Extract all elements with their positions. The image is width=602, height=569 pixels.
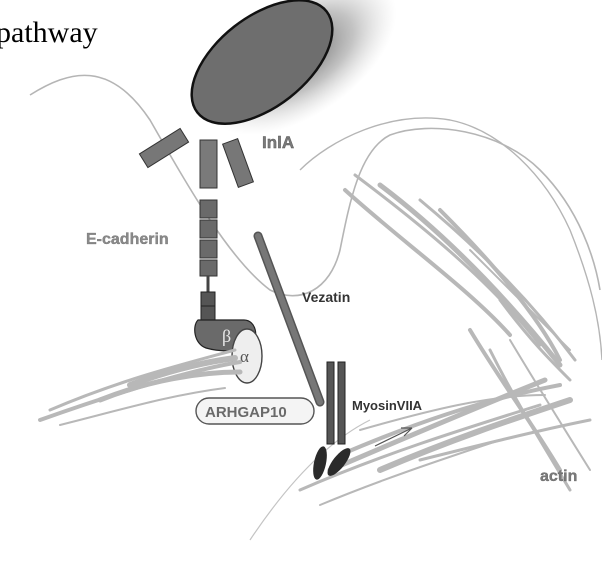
myosin-label: MyosinVIIA — [352, 398, 423, 413]
ecadherin-label: E-cadherin — [86, 231, 169, 248]
beta-label: β — [222, 326, 231, 346]
inla-label: InlA — [262, 133, 294, 152]
ecadherin-head — [200, 140, 217, 188]
ecadherin-tm-2 — [201, 306, 215, 320]
myosin-head-1 — [311, 445, 330, 481]
myosin-bar-1 — [327, 362, 334, 444]
actin-label: actin — [540, 468, 577, 485]
arhgap10-label: ARHGAP10 — [205, 404, 287, 421]
actin-filaments — [40, 175, 590, 505]
ecadherin-tm-1 — [201, 292, 215, 306]
vezatin-label: Vezatin — [302, 289, 350, 305]
ecadherin-domain-1 — [200, 200, 217, 218]
ecadherin-domain-4 — [200, 260, 217, 276]
inner-membrane — [300, 118, 602, 360]
lower-membrane — [250, 420, 370, 540]
myosin-bar-2 — [338, 362, 345, 444]
inla-arm-right — [223, 139, 254, 188]
ecadherin-domain-3 — [200, 240, 217, 258]
vezatin-highlight — [258, 236, 320, 402]
inla-arm-left — [139, 128, 188, 167]
ecadherin-domain-2 — [200, 220, 217, 238]
title-fragment: pathway — [0, 16, 98, 49]
